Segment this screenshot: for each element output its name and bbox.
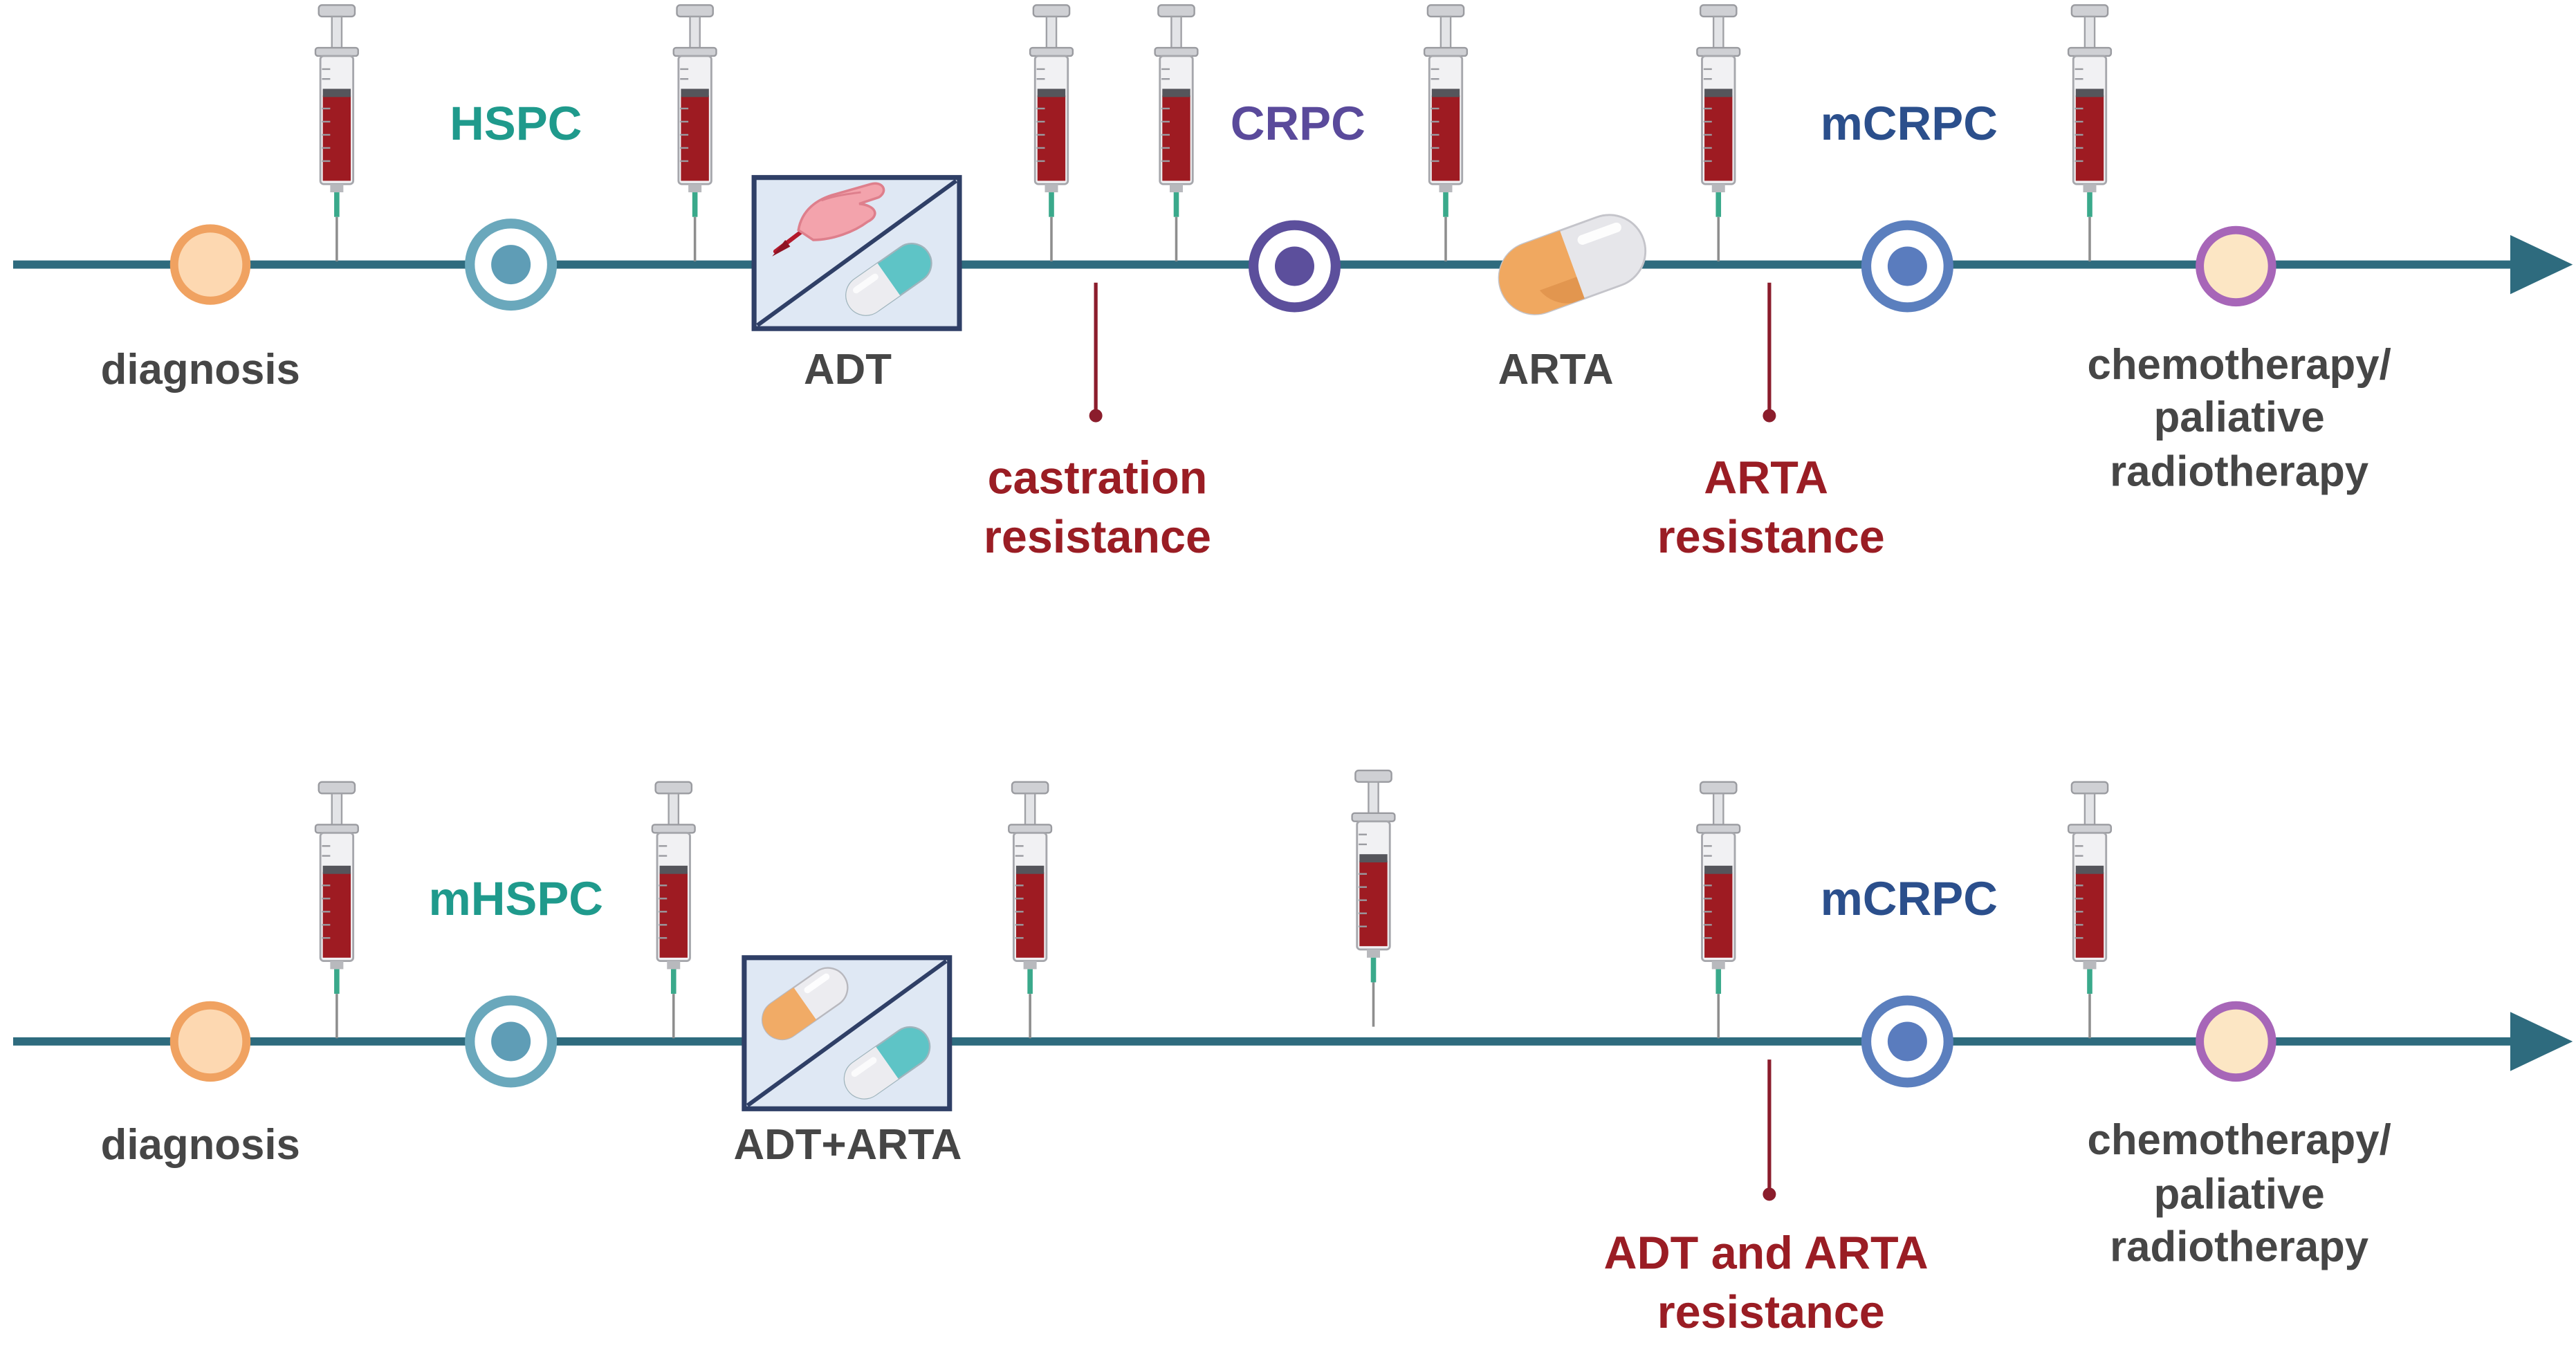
syringe-icon (1695, 3, 1741, 263)
final-treatment-label-line2: paliative (2154, 393, 2325, 441)
final-treatment-label-line1: chemotherapy/ (2088, 1116, 2391, 1164)
timeline-top-arrowhead (2510, 234, 2573, 295)
capsule-icon (1498, 214, 1647, 315)
resistance-label-line1: ADT and ARTA (1604, 1228, 1929, 1279)
final-treatment-label-line3: radiotherapy (2110, 447, 2369, 495)
adt-treatment-box (751, 175, 962, 331)
timeline-top: diagnosis HSPC ADT (13, 3, 2573, 563)
adt-arta-treatment-box (742, 955, 953, 1111)
final-treatment-label-line3: radiotherapy (2110, 1223, 2369, 1270)
syringe-icon (2067, 780, 2113, 1039)
treatment-label-arta: ARTA (1498, 346, 1614, 393)
final-treatment-marker (2196, 1001, 2276, 1082)
resistance-label-line1: castration (988, 452, 1208, 503)
resistance-label-line2: resistance (1657, 512, 1885, 563)
final-treatment-marker (2196, 225, 2276, 307)
syringe-icon (1153, 3, 1199, 263)
syringe-icon (1695, 780, 1741, 1039)
capsule-icon (843, 1026, 931, 1100)
target-icon (465, 995, 558, 1088)
resistance-label-line2: resistance (984, 512, 1211, 563)
diagnosis-label: diagnosis (101, 1121, 300, 1169)
capsule-icon (761, 967, 849, 1041)
target-icon (1861, 995, 1953, 1088)
stage-label-crpc: CRPC (1231, 97, 1365, 150)
timeline-bottom: diagnosis mHSPC ADT+ARTA (13, 769, 2573, 1338)
stage-label-mcrpc: mCRPC (1821, 872, 1998, 925)
timeline-bottom-arrowhead (2510, 1012, 2573, 1071)
resistance-label-line1: ARTA (1704, 452, 1828, 503)
treatment-label-adt: ADT (804, 346, 892, 393)
scalpel-hand-icon (772, 182, 885, 257)
diagnosis-marker (169, 224, 251, 305)
stage-label-mhspc: mHSPC (428, 872, 603, 925)
target-icon (1249, 220, 1341, 313)
syringe-icon (1423, 3, 1469, 263)
stage-label-mcrpc: mCRPC (1821, 97, 1998, 150)
syringe-icon (651, 780, 697, 1039)
syringe-icon (1029, 3, 1074, 263)
syringe-icon (314, 780, 360, 1039)
final-treatment-label-line2: paliative (2154, 1170, 2325, 1218)
syringe-icon (2067, 3, 2113, 263)
syringe-icon (314, 3, 360, 263)
syringe-icon (1350, 769, 1397, 1028)
syringe-icon (1007, 780, 1053, 1039)
stage-label-hspc: HSPC (450, 97, 582, 150)
target-icon (1861, 220, 1953, 313)
capsule-icon (845, 243, 932, 316)
treatment-label-adt-arta: ADT+ARTA (734, 1121, 962, 1169)
syringe-icon (672, 3, 718, 263)
resistance-marker (1763, 282, 1776, 423)
target-icon (465, 219, 558, 311)
diagnosis-label: diagnosis (101, 346, 300, 393)
final-treatment-label-line1: chemotherapy/ (2088, 341, 2391, 389)
resistance-label-line2: resistance (1657, 1287, 1885, 1338)
resistance-marker (1089, 282, 1103, 423)
diagnosis-marker (169, 1001, 251, 1082)
resistance-marker (1763, 1059, 1776, 1201)
